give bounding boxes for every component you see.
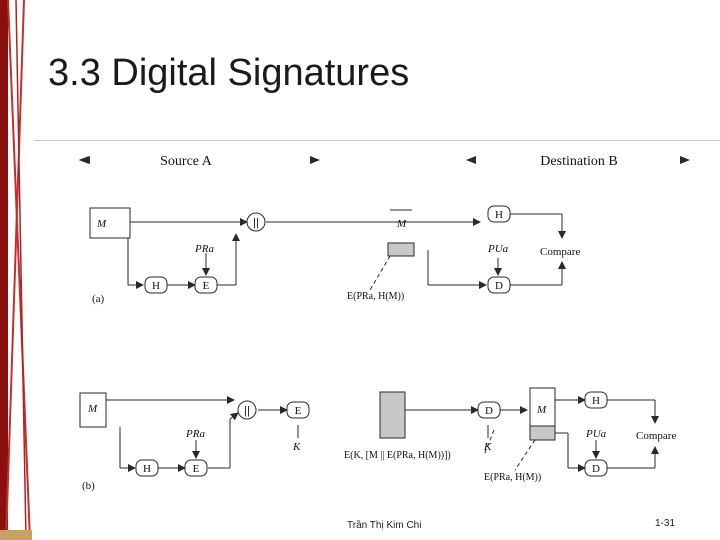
svg-text:H: H — [592, 395, 600, 407]
footer-author: Trần Thị Kim Chi — [347, 520, 422, 531]
svg-text:E: E — [193, 463, 200, 475]
svg-text:||: || — [244, 405, 250, 417]
diagram-a — [89, 207, 566, 291]
b-concat-node: || — [237, 400, 257, 420]
b-rx-signature-shaded-box — [529, 425, 556, 441]
header-right-arrow-icon — [680, 156, 690, 164]
b-ciphertext-shaded-box — [379, 391, 406, 439]
b-rx-signature-label: E(PRa, H(M)) — [484, 472, 541, 483]
svg-text:||: || — [253, 217, 259, 229]
b-public-key-label: PUa — [585, 428, 607, 440]
b-rx-hash-node: H — [584, 391, 608, 409]
diagram-b — [79, 392, 659, 472]
a-received-message-label: M — [396, 218, 407, 230]
b-session-key-label: K — [292, 441, 301, 453]
b-message-box — [79, 392, 107, 428]
a-hash-node: H — [144, 276, 168, 294]
svg-text:D: D — [592, 463, 600, 475]
a-message-label: M — [96, 218, 107, 230]
a-message-box — [89, 207, 131, 239]
a-private-key-label: PRa — [194, 243, 214, 255]
header-mid-arrow-icon — [310, 156, 320, 164]
header-mid2-arrow-icon — [466, 156, 476, 164]
header-left-arrow-icon — [80, 156, 90, 164]
b-ciphertext-label: E(K, [M || E(PRa, H(M))]) — [344, 450, 451, 461]
svg-text:H: H — [143, 463, 151, 475]
b-rx-decrypt-node: D — [584, 459, 608, 477]
a-concat-node: || — [246, 212, 266, 232]
a-compare-label: Compare — [540, 246, 580, 258]
svg-text:H: H — [152, 280, 160, 292]
b-rx-message-box — [529, 387, 556, 427]
b-message-label: M — [87, 403, 98, 415]
b-sign-node: E — [184, 459, 208, 477]
b-private-key-label: PRa — [185, 428, 205, 440]
a-rx-hash-node: H — [487, 205, 511, 223]
decorative-left-bar — [0, 0, 32, 540]
a-encrypt-node: E — [194, 276, 218, 294]
footer-page-number: 1-31 — [655, 518, 676, 529]
svg-text:E: E — [295, 405, 302, 417]
b-panel-label: (b) — [82, 480, 95, 492]
title-divider — [34, 140, 720, 141]
slide-title: 3.3 Digital Signatures — [48, 52, 410, 94]
destination-header: Destination B — [540, 154, 617, 169]
a-public-key-label: PUa — [487, 243, 509, 255]
svg-text:H: H — [495, 209, 503, 221]
b-hash-node: H — [135, 459, 159, 477]
b-decrypt-node: D — [477, 401, 501, 419]
b-rx-message-label: M — [536, 404, 547, 416]
svg-text:D: D — [495, 280, 503, 292]
a-signature-shaded-box — [387, 242, 415, 257]
svg-text:E: E — [203, 280, 210, 292]
source-header: Source A — [160, 154, 213, 169]
b-rx-session-key-label: K — [483, 441, 492, 453]
a-signature-label: E(PRa, H(M)) — [347, 291, 404, 302]
b-compare-label: Compare — [636, 430, 676, 442]
svg-text:D: D — [485, 405, 493, 417]
a-decrypt-node: D — [487, 276, 511, 294]
a-panel-label: (a) — [92, 293, 105, 305]
b-encrypt-node: E — [286, 401, 310, 419]
